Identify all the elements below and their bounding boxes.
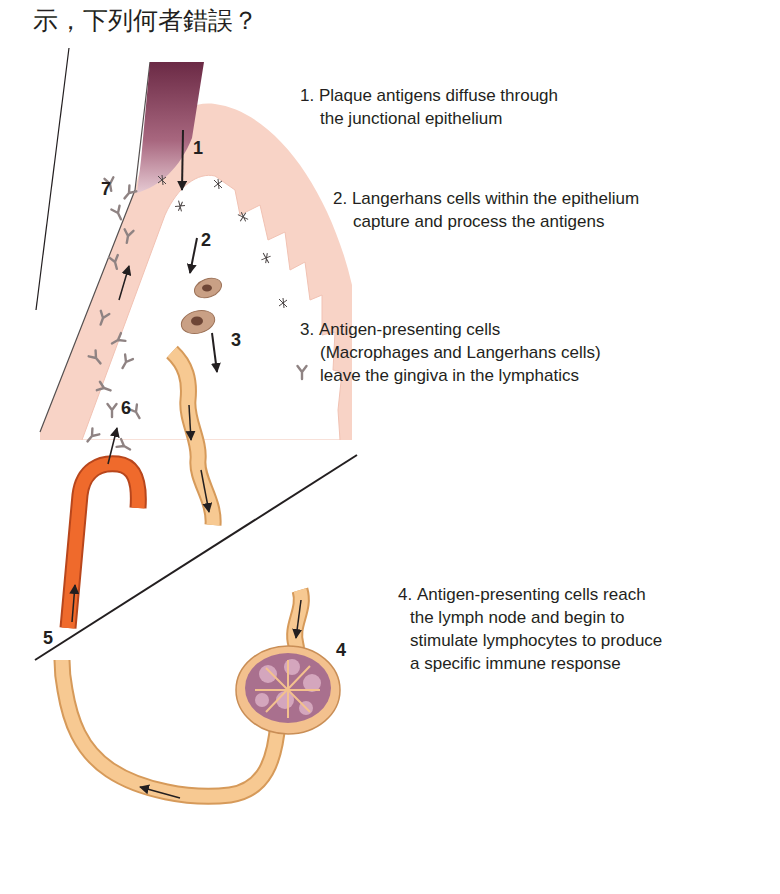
antibody-symbol [121,186,136,202]
cell-nucleus [202,285,212,292]
antibody-symbol [129,405,143,421]
callout-number: 5 [43,628,53,648]
lymph-node [236,646,340,734]
langerhans-cell [179,307,218,337]
antibody-symbol [89,351,104,367]
antigen-symbol [158,175,166,185]
lymph-node-sinus [255,660,320,718]
flow-arrow [72,585,75,622]
lymphatic-vessel [172,352,213,525]
lymph-node-cortex [245,653,331,723]
antigen-symbol [214,179,222,189]
lymph-follicle [259,665,277,683]
callout-number: 3 [231,330,241,350]
lymph-follicle [284,659,300,675]
antigen-symbol [174,200,186,213]
flow-arrow [140,787,180,798]
antibody-symbol [108,404,117,417]
tooth-surface [40,62,150,432]
flow-arrow [182,130,183,190]
blood-vessel [68,464,138,628]
antibody-symbol [111,206,125,222]
antigen-symbol [238,211,249,223]
callout-number: 6 [121,398,131,418]
blood-vessel [68,464,138,628]
section-line [35,455,357,660]
plaque-deposit [137,62,204,193]
flow-arrow [201,470,209,512]
callout-number: 2 [201,230,211,250]
antibody-symbol [96,311,109,326]
antigen-symbol [261,252,271,264]
lymph-follicle [255,693,269,707]
question-text: 示，下列何者錯誤？ [33,4,258,36]
antibody-symbol [109,255,121,270]
step-text: 4. Antigen-presenting cells reach the ly… [398,583,669,675]
antibody-symbol [117,439,133,453]
flow-arrow [108,428,117,464]
background-fill [0,440,780,894]
antibody-symbol [119,355,133,371]
step-text: 2. Langerhans cells within the epitheliu… [333,187,653,233]
callout-number: 7 [101,179,111,199]
antigen-symbol [279,298,287,308]
antibody-symbol [122,229,133,243]
antibody-symbol [97,382,112,395]
connective-tissue [82,175,342,440]
antibody-symbol [84,429,99,445]
flow-arrow [296,600,301,638]
flow-arrow [190,238,197,273]
cell-nucleus [191,317,203,326]
callout-number: 1 [193,138,203,158]
antibody-symbol [110,333,126,347]
langerhans-cell [192,275,224,301]
step-text: 3. Antigen-presenting cells (Macrophages… [300,318,607,387]
callout-number: 4 [336,640,346,660]
lymphatic-vessel [172,352,213,525]
flow-arrow [212,333,217,372]
tooth-outline [36,48,69,310]
antibody-symbol [298,366,307,379]
flow-arrow [189,405,191,440]
step-text: 1. Plaque antigens diffuse through the j… [300,84,572,130]
flow-arrow [119,266,129,300]
